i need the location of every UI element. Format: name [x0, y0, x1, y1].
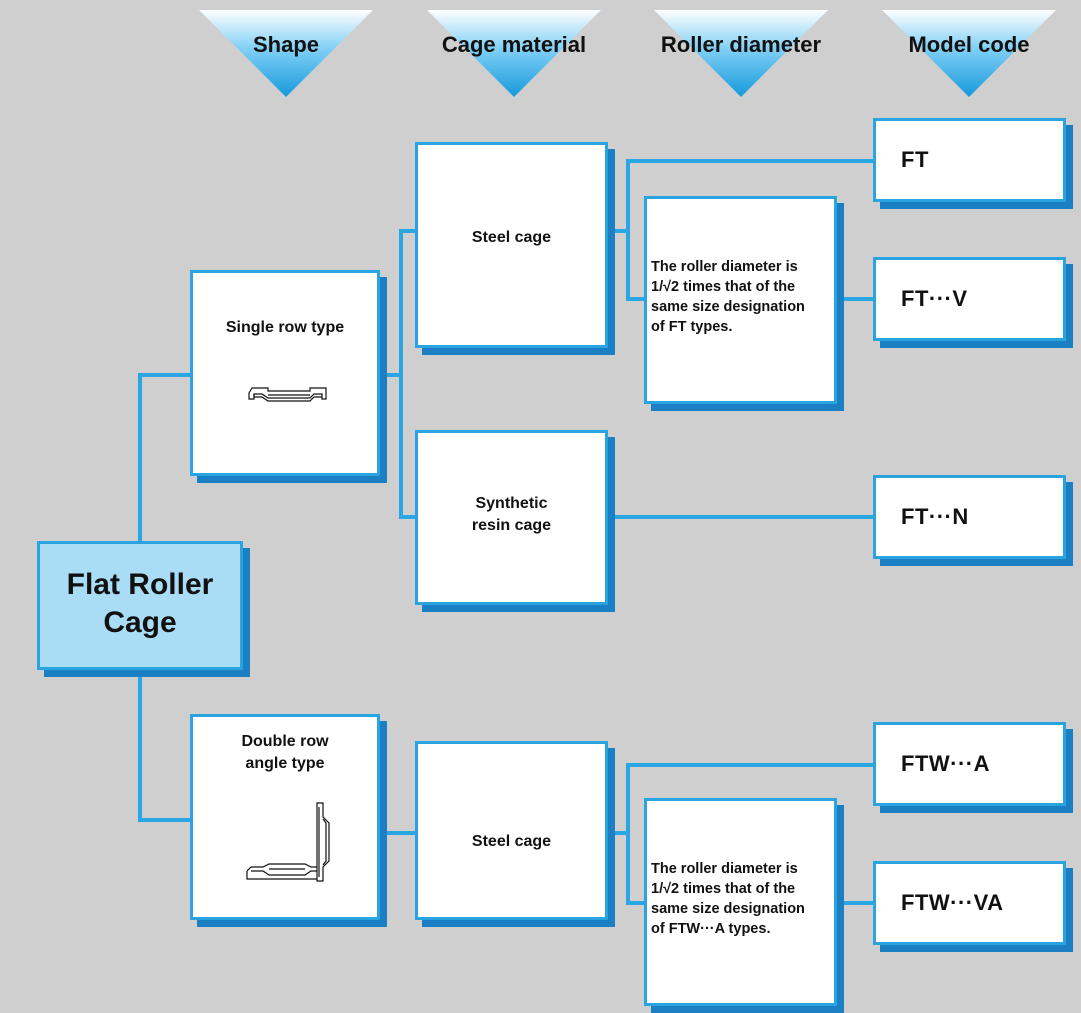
note-ft-line: same size designation [651, 299, 805, 315]
shape-header-arrow [199, 10, 373, 97]
single-row-cage-icon [248, 387, 327, 402]
roller-diameter-note-ftw: The roller diameter is 1/√2 times that o… [644, 798, 837, 1006]
double-row-angle-type-box: Double row angle type [190, 714, 380, 920]
steel-cage-box-top: Steel cage [415, 142, 608, 348]
synthetic-label-line2: resin cage [471, 517, 552, 534]
header-shape: Shape [252, 32, 320, 57]
note-ftw-text: The roller diameter is 1/√2 times that o… [651, 859, 830, 939]
connector-steel-to-ftwa [608, 763, 873, 835]
model-code-ft-n: FT···N [873, 475, 1066, 559]
roller-diameter-header-arrow [654, 10, 828, 97]
single-row-label: Single row type [225, 319, 345, 336]
header-model-code: Model code [908, 32, 1030, 57]
connector-main-to-double-row [138, 670, 190, 822]
steel-cage-label-top: Steel cage [471, 229, 552, 246]
model-code-ftw-va-label: FTW···VA [901, 890, 1004, 915]
model-code-ft-label: FT [901, 147, 929, 172]
main-label-line2: Cage [103, 606, 177, 639]
synthetic-label-line1: Synthetic [475, 495, 548, 512]
connector-single-to-materials [399, 229, 415, 519]
model-code-ftw-a: FTW···A [873, 722, 1066, 806]
single-row-type-box: Single row type [190, 270, 380, 476]
main-label-line1: Flat Roller [66, 568, 214, 601]
double-row-cage-icon [246, 802, 330, 882]
note-ft-line: The roller diameter is [651, 259, 798, 275]
roller-diameter-note-ft: The roller diameter is 1/√2 times that o… [644, 196, 837, 404]
double-row-label-line2: angle type [245, 755, 325, 772]
note-ft-line: 1/√2 times that of the [651, 279, 796, 295]
flat-roller-cage-box: Flat Roller Cage [37, 541, 243, 670]
steel-cage-label-bottom: Steel cage [471, 833, 552, 850]
model-code-ftw-a-label: FTW···A [901, 751, 991, 776]
model-code-header-arrow [882, 10, 1056, 97]
note-ftw-line: of FTW···A types. [651, 921, 771, 937]
note-ftw-line: same size designation [651, 901, 805, 917]
note-ft-text: The roller diameter is 1/√2 times that o… [651, 257, 830, 337]
main-label: Flat Roller Cage [40, 566, 240, 642]
connector-main-to-single-row [138, 373, 190, 541]
model-code-ftw-va: FTW···VA [873, 861, 1066, 945]
header-cage-material: Cage material [441, 32, 587, 57]
note-ftw-line: 1/√2 times that of the [651, 881, 796, 897]
model-code-ft: FT [873, 118, 1066, 202]
steel-cage-box-bottom: Steel cage [415, 741, 608, 920]
double-row-label-line1: Double row [241, 733, 329, 750]
synthetic-resin-cage-box: Synthetic resin cage [415, 430, 608, 605]
model-code-ft-n-label: FT···N [901, 504, 969, 529]
header-roller-diameter: Roller diameter [660, 32, 822, 57]
cage-material-header-arrow [427, 10, 601, 97]
connector-steel-to-ft [608, 159, 873, 233]
note-ftw-line: The roller diameter is [651, 861, 798, 877]
note-ft-line: of FT types. [651, 319, 733, 335]
model-code-ft-v-label: FT···V [901, 286, 968, 311]
model-code-ft-v: FT···V [873, 257, 1066, 341]
